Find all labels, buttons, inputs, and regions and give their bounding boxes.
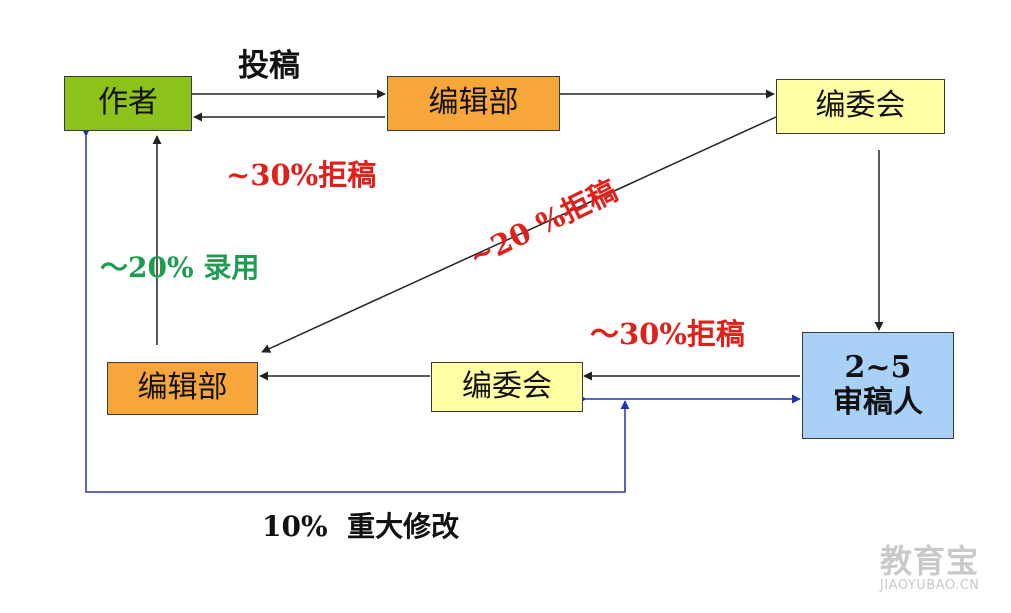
committee-box-top: 编委会: [776, 79, 945, 134]
watermark-brand: 教育宝: [880, 542, 980, 580]
reject-30-bottom-label: ～30%拒稿: [590, 317, 745, 351]
committee-top-label: 编委会: [815, 88, 906, 124]
editorial-box-bottom: 编辑部: [107, 362, 258, 415]
major-revision-label: 10% 重大修改: [262, 510, 460, 543]
committee-bottom-label: 编委会: [462, 368, 552, 404]
reviewers-label: 审稿人: [833, 384, 923, 420]
committee-box-bottom: 编委会: [431, 362, 583, 412]
reject-30-top-label: ~30%拒稿: [226, 158, 377, 192]
arrow-blue-revision-loop: [81, 127, 630, 493]
author-label: 作者: [98, 85, 158, 121]
submit-label: 投稿: [238, 48, 300, 84]
reviewers-count: 2~5: [844, 350, 912, 385]
accept-20-label: ～20% 录用: [100, 251, 260, 284]
reviewers-box: 2~5 审稿人: [802, 332, 954, 439]
watermark-url: JIAOYUBAO.CN: [880, 578, 980, 593]
editorial-bottom-label: 编辑部: [137, 370, 228, 406]
author-box: 作者: [64, 76, 192, 131]
editorial-box-top: 编辑部: [387, 76, 560, 131]
editorial-top-label: 编辑部: [428, 85, 519, 121]
